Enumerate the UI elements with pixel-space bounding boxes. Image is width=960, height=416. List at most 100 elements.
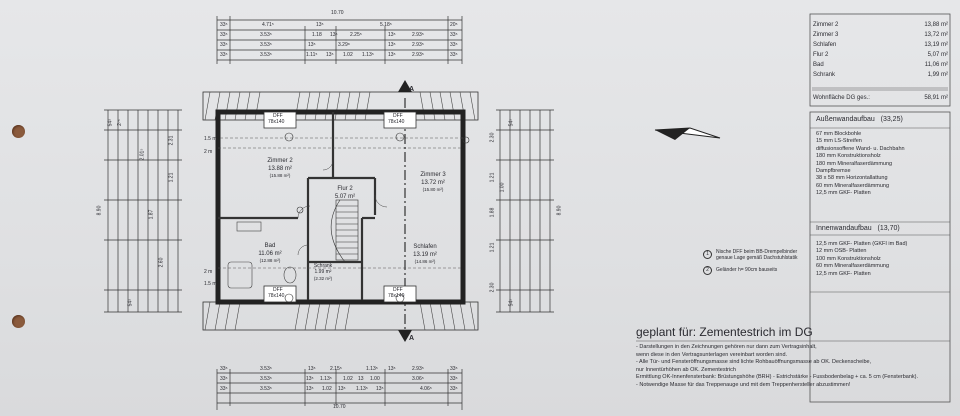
dim: 13⁵ xyxy=(308,42,316,48)
dim: 33⁵ xyxy=(220,42,228,48)
rb-label: 2 m xyxy=(204,269,213,275)
dim: 2.93⁵ xyxy=(412,52,424,58)
dim: 13⁵ xyxy=(306,376,314,382)
dim: 1.13⁵ xyxy=(320,376,332,382)
dim: 33⁵ xyxy=(450,42,458,48)
dim: 33⁵ xyxy=(220,32,228,38)
dff-size: 78x140 xyxy=(388,119,405,125)
dim: 2.30 xyxy=(489,282,496,293)
dim: 20⁵ xyxy=(450,22,458,28)
left-overall-dim: 8.90 xyxy=(96,205,103,216)
dim: 3.53⁵ xyxy=(260,386,272,392)
dim: 1.00 xyxy=(499,182,506,193)
dff-size: 78x140 xyxy=(268,119,285,125)
dim: 33⁵ xyxy=(450,366,458,372)
dim: 13 xyxy=(358,376,364,382)
dim: 13⁵ xyxy=(388,52,396,58)
dim: 13⁵ xyxy=(388,366,396,372)
innenwand-layers: 12,5 mm GKF- Platten (GKFI im Bad) 12 mm… xyxy=(816,241,908,277)
footnote-marker: 1 xyxy=(703,250,712,259)
room-zimmer3: Zimmer 3 13.72 m² (15.80 m²) xyxy=(408,172,458,193)
rb-label: 1.5 m xyxy=(204,281,217,287)
dim: 1.02 xyxy=(343,52,353,58)
dim: 1.21 xyxy=(168,172,175,183)
room-zimmer2: Zimmer 2 13.88 m² (15.88 m²) xyxy=(255,158,305,179)
dim: 2.25⁵ xyxy=(350,32,362,38)
dff-label: DFF xyxy=(393,113,403,119)
dff-label: DFF xyxy=(393,287,403,293)
dim: 2.93⁵ xyxy=(412,32,424,38)
punch-hole xyxy=(12,315,25,328)
dim: 13⁵ xyxy=(388,32,396,38)
room-area: 11.06 m² xyxy=(258,250,282,257)
room-area: 13.19 m² xyxy=(413,251,437,258)
footnote-2: 2 xyxy=(703,266,712,275)
section-marker-a: A xyxy=(409,335,415,342)
room-name: Schrank xyxy=(313,263,333,269)
dim: 1.18 xyxy=(312,32,322,38)
dff-size: 78x140 xyxy=(268,293,285,299)
dim: 13⁵ xyxy=(326,52,334,58)
room-flur: Flur 2 5.07 m² xyxy=(330,186,360,201)
dim: 1.88 xyxy=(489,207,496,218)
top-overall-dim: 10.70 xyxy=(331,10,344,16)
dim: 1.21 xyxy=(489,242,496,253)
room-bad: Bad 11.06 m² (12.88 m²) xyxy=(250,243,290,264)
dim: 4.06⁵ xyxy=(420,386,432,392)
section-marker-a: A xyxy=(409,86,415,93)
dim: 54⁵ xyxy=(508,118,515,127)
footnote-marker: 2 xyxy=(703,266,712,275)
dim: 3.53⁵ xyxy=(260,366,272,372)
room-schlafen: Schlafen 13.19 m² (14.86 m²) xyxy=(405,244,445,265)
dim: 2.15⁵ xyxy=(330,366,342,372)
dim: 3.53⁵ xyxy=(260,42,272,48)
aussenwand-layers: 67 mm Blockbohle 15 mm LS-Streifen diffu… xyxy=(816,131,905,197)
right-overall-dim: 8.90 xyxy=(556,205,563,216)
dim: 33⁵ xyxy=(450,32,458,38)
room-name: Bad xyxy=(264,243,276,249)
dim: 33⁵ xyxy=(220,22,228,28)
dff-size: 78x140 xyxy=(388,293,405,299)
aussenwand-title: Außenwandaufbau (33,25) xyxy=(816,116,903,123)
footnote-2-text: Geländer h= 90cm bauseits xyxy=(716,267,778,273)
dim: 1.13⁵ xyxy=(366,366,378,372)
dim: 5.18⁵ xyxy=(380,22,392,28)
room-schrank: Schrank 1.99 m² (2.32 m²) xyxy=(310,263,336,281)
dim: 13⁵ xyxy=(316,22,324,28)
room-area-sub: (14.86 m²) xyxy=(414,259,436,264)
dim: 2.30 xyxy=(489,132,496,143)
dim: 2.31 xyxy=(168,135,175,146)
dim: 2⁷⁵ xyxy=(116,119,123,126)
dim: 54⁵ xyxy=(107,118,114,127)
footnote-1-text: Nische DFF beim BB-Drempelbinder genaue … xyxy=(716,249,798,261)
rb-label: 2 m xyxy=(204,149,213,155)
dim: 1.87 xyxy=(148,209,155,220)
dim: 13⁵ xyxy=(388,42,396,48)
dim: 2.01⁵ xyxy=(139,148,146,161)
dim: 3.53⁵ xyxy=(260,376,272,382)
dim: 33⁵ xyxy=(220,386,228,392)
dim: 1.02 xyxy=(322,386,332,392)
dim: 2.93⁵ xyxy=(412,366,424,372)
room-area-sub: (15.80 m²) xyxy=(422,187,444,192)
dim: 13⁵ xyxy=(308,366,316,372)
dim: 13⁵ xyxy=(376,386,384,392)
dim: 1.21 xyxy=(489,172,496,183)
dim: 13⁵ xyxy=(338,386,346,392)
dim: 54⁵ xyxy=(127,298,134,307)
dim: 2.93⁵ xyxy=(412,42,424,48)
rb-label: 1.5 m xyxy=(204,136,217,142)
dim: 3.53⁵ xyxy=(260,32,272,38)
dim: 1.11⁵ xyxy=(306,52,318,58)
punch-hole xyxy=(12,125,25,138)
notes-headline: geplant für: Zementestrich im DG xyxy=(636,325,813,339)
total-value: 58,91 m² xyxy=(924,95,948,101)
dim: 1.13⁵ xyxy=(362,52,374,58)
total-label: Wohnfläche DG ges.: xyxy=(813,95,870,101)
dim: 1.00 xyxy=(370,376,380,382)
